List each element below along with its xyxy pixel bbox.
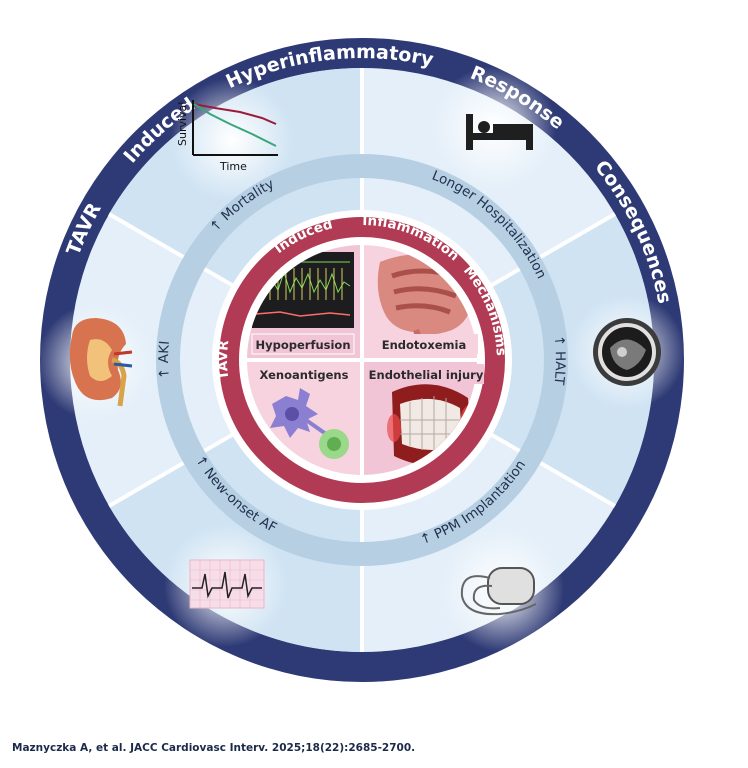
inner-ring: [219, 217, 505, 503]
ecg-icon: [189, 559, 265, 609]
hypoperfusion-label: Hypoperfusion: [255, 338, 350, 352]
survival-chart-icon: Survival Time: [176, 100, 278, 173]
inner-ring-text-left: TAVR: [215, 339, 232, 381]
survival-xlabel: Time: [219, 160, 247, 173]
halt-label: ↑ HALT: [550, 334, 568, 386]
endotoxemia-box: [370, 334, 478, 354]
pacemaker-icon: [460, 567, 537, 616]
hypoperfusion-box: [251, 333, 355, 355]
endotoxemia-label: Endotoxemia: [382, 338, 466, 352]
aki-label: ↑ AKI: [156, 340, 173, 379]
immune-cell-image: [270, 388, 349, 459]
ct-scan-icon: [593, 318, 661, 386]
kidney-icon: [69, 318, 133, 407]
endothelial-injury-label: Endothelial injury: [369, 368, 484, 382]
survival-ylabel: Survival: [176, 102, 189, 146]
mid-text-3: ↑ HALT: [550, 334, 568, 386]
citation: Maznyczka A, et al. JACC Cardiovasc Inte…: [12, 742, 416, 754]
xenoantigens-label: Xenoantigens: [260, 368, 349, 382]
endothelial-injury-box: [368, 364, 484, 384]
xenoantigens-box: [250, 364, 358, 384]
inner-tavr-label: TAVR: [215, 339, 232, 381]
bed-icon: [466, 114, 533, 150]
mid-ring: [156, 154, 568, 566]
mid-text-6: ↑ AKI: [156, 340, 173, 379]
